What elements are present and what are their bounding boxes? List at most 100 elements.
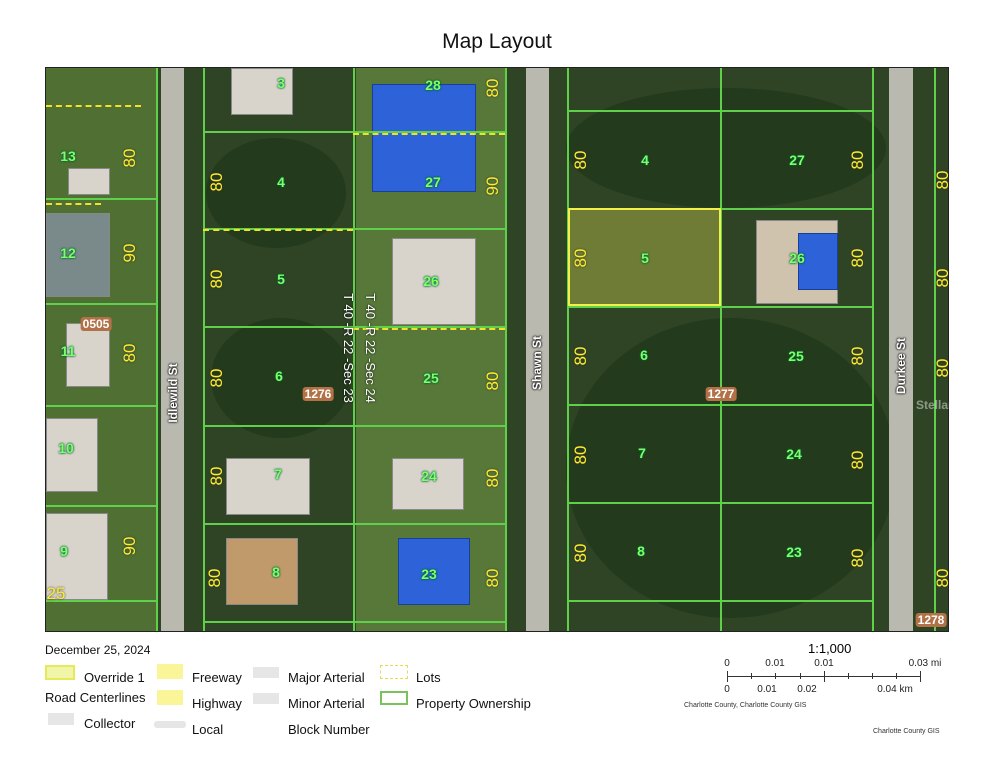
lot-number: 13 — [60, 148, 76, 164]
footer-credit: Charlotte County GIS — [873, 728, 940, 735]
tree-cover — [566, 318, 896, 618]
dimension-label: 80 — [483, 78, 502, 98]
parcel-line — [46, 303, 156, 305]
parcel-line — [156, 68, 158, 631]
lot-number: 25 — [423, 370, 439, 386]
dimension-label: 80 — [205, 568, 224, 588]
scale-tick — [824, 671, 825, 682]
parcel-line — [203, 326, 505, 328]
parcel-line — [934, 68, 936, 631]
highway-swatch — [157, 690, 183, 705]
dimension-label: 80 — [120, 148, 139, 168]
lot-number: 4 — [641, 152, 649, 168]
dimension-label: 80 — [848, 150, 867, 170]
lot-number: 3 — [277, 75, 285, 91]
lots-swatch — [380, 665, 408, 679]
parcel-line — [567, 110, 872, 112]
dimension-label: 80 — [933, 170, 949, 190]
lot-number: 6 — [275, 368, 283, 384]
map-view[interactable]: 3 28 13 4 27 12 5 26 11 6 25 10 7 24 9 8… — [45, 67, 949, 632]
lot-number: 7 — [274, 466, 282, 482]
lot-number: 12 — [60, 245, 76, 261]
dimension-label: 80 — [483, 468, 502, 488]
dimension-label: 80 — [933, 568, 949, 588]
scale-label: 0.03 mi — [908, 658, 942, 669]
dimension-label: 80 — [933, 358, 949, 378]
street-label: Durkee St — [894, 337, 908, 395]
lot-number: 27 — [789, 152, 805, 168]
scale-label: 0.01 — [765, 658, 785, 669]
scale-label: 0.02 — [797, 684, 817, 695]
dimension-label: 80 — [207, 368, 226, 388]
block-number: 1277 — [705, 387, 737, 401]
dimension-label: 80 — [848, 548, 867, 568]
legend-label: Minor Arterial — [288, 696, 365, 711]
lot-number: 5 — [277, 271, 285, 287]
building — [68, 168, 110, 195]
lot-line — [353, 133, 505, 135]
dimension-label: 80 — [120, 343, 139, 363]
major-arterial-swatch — [253, 667, 279, 678]
building — [398, 538, 470, 605]
lot-number: 8 — [637, 543, 645, 559]
legend-label: Collector — [84, 716, 136, 731]
building — [66, 323, 110, 387]
lot-number: 9 — [60, 543, 68, 559]
lot-number: 27 — [425, 174, 441, 190]
freeway-swatch — [157, 664, 183, 679]
block-number: 1278 — [915, 613, 947, 627]
lot-line — [203, 229, 353, 231]
street-label: Idlewild St — [166, 363, 180, 423]
selected-parcel[interactable] — [568, 208, 721, 306]
scale-tick — [848, 673, 849, 679]
lot-number: 8 — [272, 564, 280, 580]
legend-label: Road Centerlines — [45, 690, 146, 705]
block-number: 0505 — [80, 317, 112, 331]
lot-number: 25 — [788, 348, 804, 364]
scale-tick — [920, 671, 921, 682]
lot-number: 24 — [421, 468, 437, 484]
section-label: T 40 -R 22 -Sec 24 — [363, 293, 378, 403]
road-durkee — [889, 68, 913, 631]
lot-number: 28 — [425, 77, 441, 93]
property-ownership-swatch — [380, 691, 408, 705]
lot-line — [46, 203, 101, 205]
section-label: T 40 -R 22 -Sec 23 — [341, 293, 356, 403]
scale-label: 0 — [724, 684, 730, 695]
lot-number: 23 — [786, 544, 802, 560]
scale-label: 0 — [724, 658, 730, 669]
parcel-line — [46, 198, 156, 200]
scale-label: 0.01 — [814, 658, 834, 669]
lot-number: 6 — [640, 347, 648, 363]
dimension-label: 80 — [483, 371, 502, 391]
scale-ratio: 1:1,000 — [808, 641, 852, 656]
legend-label: Highway — [192, 696, 242, 711]
tree-cover — [206, 138, 346, 248]
dimension-label: 80 — [933, 268, 949, 288]
scale-tick — [751, 673, 752, 679]
parcel-line — [203, 131, 505, 133]
building — [226, 458, 310, 515]
dimension-label: 80 — [848, 450, 867, 470]
dimension-label: 80 — [571, 150, 590, 170]
lot-number: 4 — [277, 174, 285, 190]
dimension-label: 90 — [120, 243, 139, 263]
block-number: 1276 — [302, 387, 334, 401]
street-label: Shawn St — [530, 335, 544, 391]
dimension-label: 80 — [207, 466, 226, 486]
attribution: Charlotte County, Charlotte County GIS — [684, 702, 807, 709]
legend-label: Lots — [416, 670, 441, 685]
lot-number: 7 — [638, 445, 646, 461]
parcel-line — [567, 68, 569, 631]
dimension-label: 80 — [483, 568, 502, 588]
legend-label: Freeway — [192, 670, 242, 685]
scale-label: 0.01 — [757, 684, 777, 695]
dimension-label: 80 — [571, 248, 590, 268]
building — [372, 84, 476, 192]
building — [46, 513, 108, 600]
scale-tick — [727, 671, 728, 682]
scale-label: 0.04 km — [877, 684, 913, 695]
parcel-line — [203, 228, 505, 230]
building — [231, 68, 293, 115]
lot-number: 10 — [58, 440, 74, 456]
